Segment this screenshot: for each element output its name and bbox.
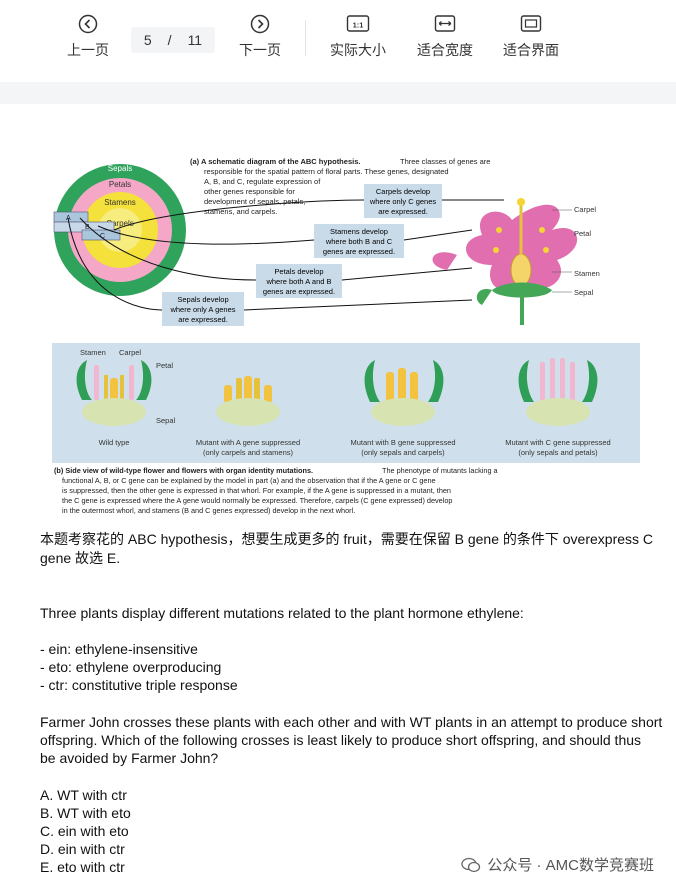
- page-gap: [0, 82, 676, 104]
- panel-b-label-petal: Petal: [156, 361, 173, 370]
- callout-arrows: [67, 199, 504, 311]
- wechat-icon: [461, 857, 481, 872]
- part-b-heading: (b) Side view of wild-type flower and fl…: [54, 466, 313, 475]
- mutant-sub-1: (only carpels and stamens): [203, 448, 294, 457]
- svg-text:genes are expressed.: genes are expressed.: [263, 287, 335, 296]
- callout-petals: Petals develop where both A and B genes …: [256, 264, 342, 298]
- answer-explanation-line-1: 本题考察花的 ABC hypothesis，想要生成更多的 fruit，需要在保…: [40, 531, 654, 547]
- fit-page-button[interactable]: 适合界面: [500, 14, 562, 60]
- fit-width-label: 适合宽度: [417, 42, 473, 58]
- svg-text:where only C genes: where only C genes: [369, 197, 437, 206]
- mutant-a-flower: [216, 376, 280, 426]
- svg-text:1:1: 1:1: [353, 21, 364, 30]
- svg-text:where both A and B: where both A and B: [265, 277, 331, 286]
- svg-text:where both B and C: where both B and C: [325, 237, 393, 246]
- svg-text:Sepals develop: Sepals develop: [177, 295, 228, 304]
- mutation-item-2: - ctr: constitutive triple response: [40, 677, 238, 693]
- flower-label-carpel: Carpel: [574, 205, 596, 214]
- mutant-label-3: Mutant with C gene suppressed: [505, 438, 610, 447]
- pdf-toolbar: 上一页 5 / 11 下一页 1:1 实际大小 适合宽度 适合界面: [0, 0, 676, 78]
- option-e: E. eto with ctr: [40, 859, 125, 875]
- part-a-text-5: stamens, and carpels.: [204, 207, 277, 216]
- mutation-item-0: - ein: ethylene-insensitive: [40, 641, 198, 657]
- wechat-watermark: 公众号 · AMC数学竞赛班: [461, 854, 654, 875]
- answer-explanation-line-2: gene 故选 E.: [40, 550, 121, 566]
- fit-width-button[interactable]: 适合宽度: [414, 14, 476, 60]
- ring-carpels-label: Carpels: [106, 219, 134, 228]
- svg-text:Stamens develop: Stamens develop: [330, 227, 388, 236]
- wild-type-flower: [76, 360, 152, 426]
- svg-text:are expressed.: are expressed.: [378, 207, 428, 216]
- actual-size-icon: 1:1: [346, 15, 370, 32]
- svg-text:are expressed.: are expressed.: [178, 315, 228, 324]
- gene-c-label: C: [100, 233, 105, 240]
- question-intro: Three plants display different mutations…: [40, 605, 524, 621]
- actual-size-label: 实际大小: [330, 42, 386, 58]
- part-b-text-1: functional A, B, or C gene can be explai…: [62, 476, 436, 485]
- mutant-b-flower: [364, 360, 444, 426]
- mutant-label-2: Mutant with B gene suppressed: [350, 438, 455, 447]
- part-a-text-4: development of sepals, petals,: [204, 197, 305, 206]
- prev-page-label: 上一页: [67, 42, 109, 58]
- part-b-text-3: the C gene is expressed where the A gene…: [62, 496, 452, 505]
- fit-page-label: 适合界面: [503, 42, 559, 58]
- svg-text:Petals develop: Petals develop: [274, 267, 323, 276]
- next-page-button[interactable]: 下一页: [236, 14, 284, 60]
- mutant-label-0: Wild type: [99, 438, 130, 447]
- flower-label-stamen: Stamen: [574, 269, 600, 278]
- svg-text:genes are expressed.: genes are expressed.: [323, 247, 395, 256]
- callout-sepals: Sepals develop where only A genes are ex…: [162, 292, 244, 326]
- current-page-number[interactable]: 5: [143, 32, 152, 48]
- option-b: B. WT with eto: [40, 805, 131, 821]
- option-d: D. ein with ctr: [40, 841, 125, 857]
- total-pages: 11: [187, 32, 203, 48]
- chevron-right-circle-icon: [250, 14, 270, 34]
- mutant-sub-2: (only sepals and carpels): [361, 448, 445, 457]
- mutant-sub-3: (only sepals and petals): [518, 448, 598, 457]
- question-body-line-0: Farmer John crosses these plants with ea…: [40, 714, 663, 730]
- part-a-heading: (a) A schematic diagram of the ABC hypot…: [190, 157, 360, 166]
- part-b-text-0: The phenotype of mutants lacking a: [382, 466, 499, 475]
- whorl-diagram: Sepals Petals Stamens Carpels A B C: [53, 164, 186, 296]
- mutation-item-1: - eto: ethylene overproducing: [40, 659, 222, 675]
- flower-label-sepal: Sepal: [574, 288, 594, 297]
- part-a-text-2: A, B, and C, regulate expression of: [204, 177, 321, 186]
- ring-petals-label: Petals: [109, 180, 131, 189]
- toolbar-divider: [305, 20, 306, 56]
- fit-page-icon: [520, 15, 542, 32]
- ring-sepals-label: Sepals: [108, 164, 132, 173]
- part-b-text-4: in the outermost whorl, and stamens (B a…: [62, 506, 355, 515]
- flower-label-petal: Petal: [574, 229, 591, 238]
- prev-page-button[interactable]: 上一页: [64, 14, 112, 60]
- fit-width-icon: [434, 15, 456, 32]
- actual-size-button[interactable]: 1:1 实际大小: [327, 14, 389, 60]
- abc-hypothesis-figure: Sepals Petals Stamens Carpels A B C (a) …: [52, 157, 640, 515]
- callout-carpels: Carpels develop where only C genes are e…: [364, 184, 442, 218]
- question-body-line-1: offspring. Which of the following crosse…: [40, 732, 642, 748]
- callout-stamens: Stamens develop where both B and C genes…: [314, 224, 404, 258]
- question-body-line-2: be avoided by Farmer John?: [40, 750, 219, 766]
- chevron-left-circle-icon: [78, 14, 98, 34]
- page-separator: /: [167, 32, 172, 48]
- mutant-label-1: Mutant with A gene suppressed: [196, 438, 300, 447]
- part-a-text-0: Three classes of genes are: [400, 157, 490, 166]
- next-page-label: 下一页: [239, 42, 281, 58]
- svg-text:Carpels develop: Carpels develop: [376, 187, 430, 196]
- option-c: C. ein with eto: [40, 823, 129, 839]
- page-indicator[interactable]: 5 / 11: [131, 27, 215, 53]
- part-b-text-2: is suppressed, then the other gene is ex…: [62, 486, 451, 495]
- part-a-text-3: other genes responsible for: [204, 187, 295, 196]
- option-a: A. WT with ctr: [40, 787, 127, 803]
- flower-illustration: [432, 198, 578, 325]
- panel-b-label-sepal: Sepal: [156, 416, 176, 425]
- part-a-text-1: responsible for the spatial pattern of f…: [204, 167, 449, 176]
- mutant-c-flower: [518, 358, 598, 426]
- ring-stamens-label: Stamens: [104, 198, 136, 207]
- svg-text:where only A genes: where only A genes: [169, 305, 235, 314]
- gene-b-label: B: [85, 224, 90, 231]
- panel-b-label-stamen: Stamen: [80, 348, 106, 357]
- watermark-text: 公众号 · AMC数学竞赛班: [487, 857, 654, 874]
- panel-b-label-carpel: Carpel: [119, 348, 141, 357]
